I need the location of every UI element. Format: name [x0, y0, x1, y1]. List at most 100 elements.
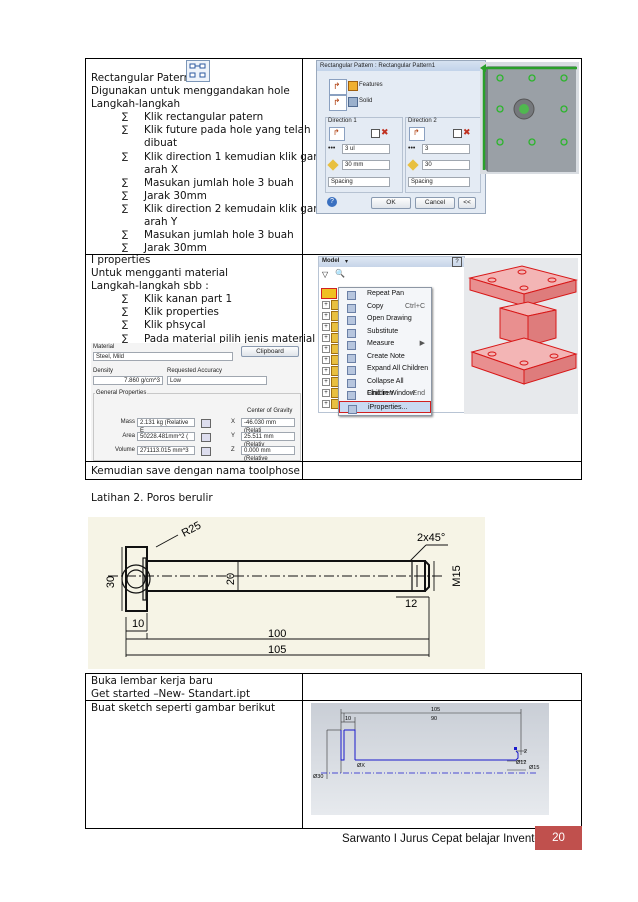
help-icon[interactable]: ? — [327, 197, 337, 207]
context-menu-label: iProperties... — [368, 403, 408, 411]
clipboard-button[interactable]: Clipboard — [241, 346, 299, 357]
tree-expand-icon[interactable]: + — [322, 334, 330, 342]
direction1-pick-button[interactable]: ↱ — [329, 127, 345, 141]
filter-icon[interactable]: ▽ — [322, 270, 329, 279]
context-menu-item[interactable]: Create Note — [339, 351, 431, 364]
context-menu-item[interactable]: Open Drawing — [339, 313, 431, 326]
distance1-field[interactable]: 30 mm — [342, 160, 390, 170]
context-menu-icon — [347, 316, 356, 325]
solid-label: Solid — [359, 98, 373, 104]
tree-expand-icon[interactable]: + — [322, 400, 330, 408]
section2-title: I properties — [91, 254, 151, 266]
context-menu-item[interactable]: iProperties... — [339, 400, 431, 414]
context-menu-item[interactable]: Substitute — [339, 326, 431, 339]
context-menu-item[interactable]: Collapse All Children — [339, 376, 431, 397]
tree-expand-icon[interactable]: + — [322, 389, 330, 397]
sketch-dim-d15: Ø15 — [529, 765, 539, 771]
context-menu-label: Repeat Pan — [367, 290, 404, 297]
copy-icon[interactable] — [201, 419, 211, 428]
cog-value-field[interactable]: -46.030 mm (Relati — [241, 418, 295, 434]
context-menu-icon — [347, 328, 356, 338]
spacing1-select[interactable]: Spacing — [328, 177, 390, 187]
table1-row3-right — [302, 461, 582, 480]
property-value-field[interactable]: 50228.481mm^2 ( — [137, 432, 195, 441]
dim-12: 12 — [405, 598, 417, 610]
copy-icon[interactable] — [201, 433, 211, 442]
accuracy-label: Requested Accuracy — [167, 368, 223, 374]
context-menu-item[interactable]: Repeat Pan — [339, 288, 431, 301]
tree-expand-icon[interactable]: + — [322, 356, 330, 364]
material-label: Material — [93, 344, 115, 350]
accuracy-select[interactable]: Low — [167, 376, 267, 385]
context-menu-icon — [348, 404, 357, 414]
help-icon[interactable]: ? — [452, 257, 462, 267]
tree-expand-icon[interactable]: + — [322, 301, 330, 309]
direction2-checkbox[interactable] — [453, 129, 462, 138]
step-item: Klik future pada hole yang telah — [122, 124, 311, 137]
property-label: Area — [122, 433, 135, 439]
count-icon: ••• — [328, 145, 336, 152]
tree-expand-icon[interactable]: + — [322, 312, 330, 320]
find-icon[interactable]: 🔍 — [335, 269, 345, 278]
copy-icon[interactable] — [201, 447, 211, 456]
features-button[interactable]: ↱ — [329, 79, 347, 95]
direction2-pick-button[interactable]: ↱ — [409, 127, 425, 141]
direction1-checkbox[interactable] — [371, 129, 380, 138]
ok-button[interactable]: OK — [371, 197, 411, 209]
count1-field[interactable]: 3 ul — [342, 144, 390, 154]
context-menu-label: Collapse All Children — [367, 377, 404, 398]
step-item: Jarak 30mm — [122, 190, 301, 203]
step-item: Masukan jumlah hole 3 buah — [122, 177, 301, 190]
dim-105: 105 — [268, 644, 286, 656]
context-menu-label: Substitute — [367, 327, 399, 335]
model-dropdown-icon[interactable]: ▾ — [345, 259, 349, 265]
spacing2-select[interactable]: Spacing — [408, 177, 470, 187]
cancel-button[interactable]: Cancel — [415, 197, 455, 209]
context-menu-icon — [347, 378, 356, 388]
section1-line: Langkah-langkah — [91, 98, 181, 111]
property-value-field[interactable]: 2.131 kg (Relative E — [137, 418, 195, 434]
count2-field[interactable]: 3 — [422, 144, 470, 154]
part-3d-viewport — [464, 258, 578, 414]
shaft-drawing: 30 20 M15 12 10 100 105 R25 2x45° — [88, 517, 485, 669]
context-menu-label: Find in Window — [367, 390, 415, 397]
step-item: Klik direction 2 kemudain klik garis — [122, 203, 326, 216]
context-menu-item[interactable]: Measure▶ — [339, 338, 431, 351]
context-menu-icon — [347, 391, 356, 400]
pattern-preview-viewport — [480, 62, 579, 174]
sketch-dim-105: 105 — [431, 707, 440, 713]
footer-rule — [85, 828, 582, 829]
property-value-field[interactable]: 271113.015 mm^3 — [137, 446, 195, 455]
section2-line: Langkah-langkah sbb : — [91, 280, 209, 293]
section1-line: Digunakan untuk menggandakan hole — [91, 85, 290, 98]
cog-value-field[interactable]: 0.000 mm (Relative — [241, 446, 295, 462]
more-button[interactable]: << — [458, 197, 476, 209]
density-field[interactable]: 7.860 g/cm^3 — [93, 376, 163, 385]
step-item: Klik phsycal — [122, 319, 301, 332]
part-node[interactable] — [321, 288, 337, 299]
dim-r25: R25 — [180, 520, 203, 540]
section1-steps: Klik rectangular paternKlik future pada … — [91, 111, 326, 255]
step-new-sheet: Buka lembar kerja baru — [91, 675, 213, 687]
section1-text: Rectangular Patern Digunakan untuk mengg… — [91, 72, 326, 255]
density-label: Density — [93, 368, 114, 374]
flip-direction2-icon[interactable]: ✖ — [463, 127, 471, 137]
context-menu-item[interactable]: Expand All Children — [339, 363, 431, 376]
tree-expand-icon[interactable]: + — [322, 323, 330, 331]
sketch-viewport: 105 10 90 2 Ø12 Ø15 Ø30 ØX — [311, 703, 549, 815]
material-select[interactable]: Steel, Mild — [93, 352, 233, 361]
tree-expand-icon[interactable]: + — [322, 378, 330, 386]
section1-title: Rectangular Patern — [91, 72, 191, 84]
step-item-continuation: arah Y — [144, 216, 178, 229]
cog-axis-label: X — [231, 419, 236, 425]
distance2-field[interactable]: 30 — [422, 160, 470, 170]
cog-value-field[interactable]: 25.511 mm (Relativ — [241, 432, 295, 448]
flip-direction1-icon[interactable]: ✖ — [381, 127, 389, 137]
tree-expand-icon[interactable]: + — [322, 367, 330, 375]
solid-button[interactable]: ↱ — [329, 95, 347, 111]
table2-row2-left — [85, 700, 303, 829]
tree-expand-icon[interactable]: + — [322, 345, 330, 353]
property-label: Volume — [114, 447, 135, 453]
